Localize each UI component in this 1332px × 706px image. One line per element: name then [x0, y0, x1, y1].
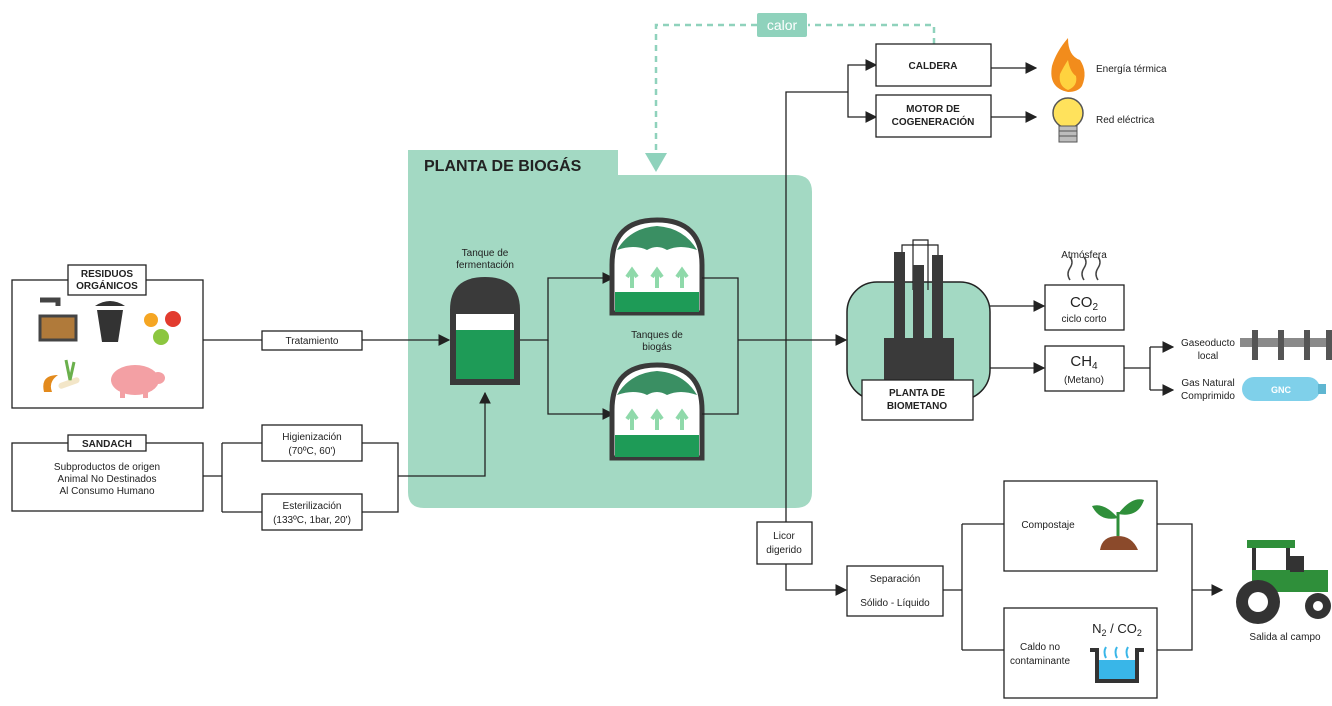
pig-icon	[111, 365, 165, 398]
pipeline-line-2: local	[1198, 351, 1219, 362]
field-output-label: Salida al campo	[1249, 632, 1321, 643]
sprout-icon	[1092, 499, 1144, 550]
thermal-energy-label: Energía térmica	[1096, 64, 1167, 75]
light-bulb-icon	[1052, 97, 1084, 143]
co2-box	[1044, 284, 1125, 331]
biomethane-line-1: PLANTA DE	[889, 388, 945, 399]
liquid-line-2: contaminante	[1010, 656, 1070, 667]
liquid-tank-icon	[1090, 646, 1144, 683]
digestate-box	[756, 521, 813, 565]
cng-line-2: Comprimido	[1181, 391, 1235, 402]
cogeneration-line-1: MOTOR DE	[906, 104, 960, 115]
gas-cylinder-icon: GNC	[1242, 377, 1326, 401]
organic-waste-title-2: ORGÁNICOS	[76, 279, 138, 292]
cng-line-1: Gas Natural	[1181, 378, 1234, 389]
hygienization-line-1: Higienización	[282, 432, 341, 443]
digestate-line-1: Licor	[773, 531, 795, 542]
heat-loop: calor	[645, 13, 936, 172]
boiler-box	[875, 43, 992, 87]
biogas-plant-area	[408, 150, 812, 508]
plant-title: PLANTA DE BIOGÁS	[424, 156, 582, 175]
sandach-line-3: Al Consumo Humano	[59, 486, 154, 497]
sterilization-line-2: (133ºC, 1bar, 20')	[273, 515, 351, 526]
fermentation-tank	[450, 277, 520, 385]
compost-label: Compostaje	[1021, 520, 1075, 531]
ch4-box	[1044, 345, 1125, 392]
kitchen-waste-icon	[38, 297, 78, 342]
separation-line-2: Sólido - Líquido	[860, 598, 930, 609]
sandach-box	[11, 442, 204, 512]
cogeneration-line-2: COGENERACIÓN	[892, 115, 975, 128]
ch4-note: (Metano)	[1064, 375, 1104, 386]
biogas-tanks-line-1: Tanques de	[631, 330, 683, 341]
flame-icon	[1051, 38, 1085, 92]
pipeline-line-1: Gaseoducto	[1181, 338, 1235, 349]
co2-note: ciclo corto	[1061, 314, 1106, 325]
organic-waste-title-1: RESIDUOS	[81, 269, 134, 280]
steam-icon	[1067, 256, 1101, 281]
biomethane-box	[861, 379, 974, 421]
co2-formula: CO2	[1070, 294, 1099, 313]
biomethane-line-2: BIOMETANO	[887, 401, 948, 412]
hygienization-line-2: (70ºC, 60')	[288, 446, 335, 457]
separation-box	[846, 565, 944, 617]
digestate-line-2: digerido	[766, 545, 802, 556]
treatment-label: Tratamiento	[286, 336, 339, 347]
tractor-icon	[1236, 540, 1331, 624]
fermentation-tank-line-2: fermentación	[456, 260, 514, 271]
sandach-title: SANDACH	[82, 439, 132, 450]
biogas-tank-2	[609, 362, 705, 461]
compost-box	[1003, 480, 1158, 572]
ch4-formula: CH4	[1070, 353, 1098, 372]
boiler-label: CALDERA	[909, 61, 958, 72]
peel-bone-icon	[43, 359, 80, 392]
cng-badge: GNC	[1271, 385, 1292, 395]
pipeline-icon	[1240, 330, 1332, 360]
trash-can-icon	[95, 301, 125, 342]
sterilization-line-1: Esterilización	[283, 501, 342, 512]
liquid-line-1: Caldo no	[1020, 642, 1060, 653]
biogas-tanks-line-2: biogás	[642, 342, 671, 353]
heat-label: calor	[767, 17, 798, 33]
electric-grid-label: Red eléctrica	[1096, 115, 1155, 126]
sandach-line-2: Animal No Destinados	[58, 474, 157, 485]
sandach-line-1: Subproductos de origen	[54, 462, 160, 473]
sterilization-box	[261, 493, 363, 531]
atmosphere-label: Atmósfera	[1061, 250, 1107, 261]
biogas-tank-1	[609, 217, 705, 316]
fruit-icon	[144, 311, 181, 345]
fermentation-tank-line-1: Tanque de	[462, 248, 509, 259]
cogeneration-box	[875, 94, 992, 138]
n2-co2-label: N2 / CO2	[1092, 621, 1142, 638]
separation-line-1: Separación	[870, 574, 921, 585]
biomethane-plant-icon	[846, 239, 991, 401]
